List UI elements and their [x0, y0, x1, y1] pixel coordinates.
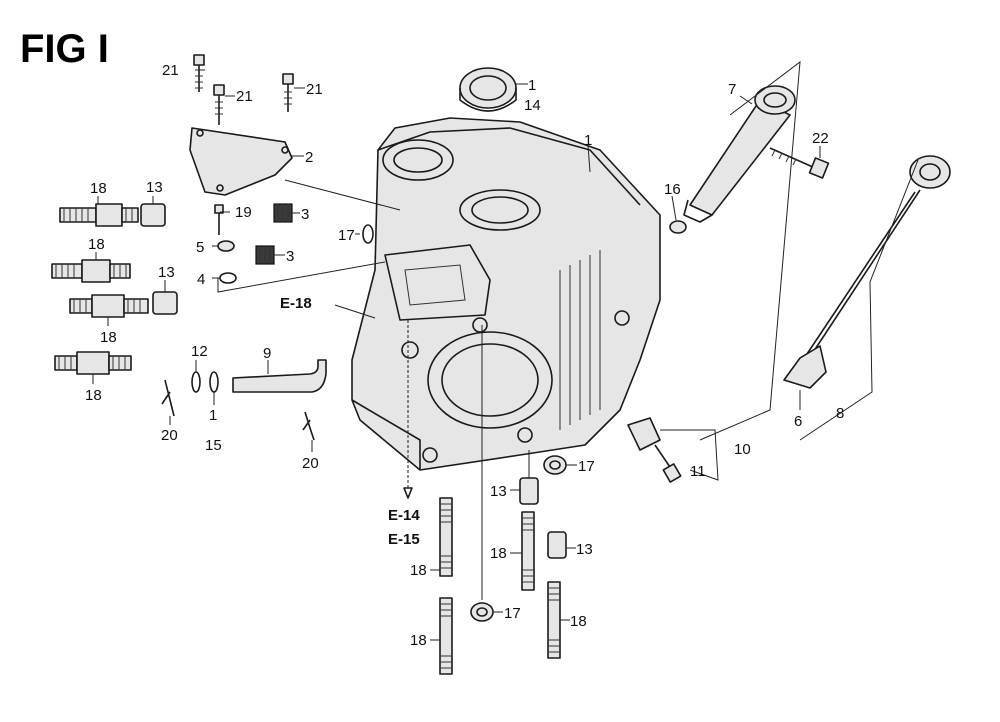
callout-13-d: 13 — [576, 541, 593, 558]
dowel-13-b — [152, 291, 178, 315]
callout-18-g: 18 — [410, 632, 427, 649]
filter-3-top — [273, 203, 293, 223]
dipstick-bracket — [799, 159, 919, 441]
oil-filler-bracket — [699, 60, 801, 441]
callout-21-a: 21 — [162, 62, 179, 79]
pin-17-top — [362, 224, 374, 244]
callout-17-a: 17 — [338, 227, 355, 244]
callout-21-b: 21 — [236, 88, 253, 105]
nut-17-right — [543, 455, 567, 475]
reference-e14: E-14 — [388, 507, 420, 524]
o-ring-12 — [191, 371, 201, 393]
callout-18-d: 18 — [85, 387, 102, 404]
callout-19: 19 — [235, 204, 252, 221]
oil-filler-tube-7 — [683, 85, 796, 223]
callout-17-b: 17 — [578, 458, 595, 475]
bolt-21-c — [282, 73, 294, 112]
callout-15: 15 — [205, 437, 222, 454]
clip-4 — [217, 261, 386, 293]
bolt-21-b — [213, 84, 225, 125]
callout-7: 7 — [728, 81, 736, 98]
callout-18-e: 18 — [410, 562, 427, 579]
stud-18-h — [439, 597, 453, 675]
callout-20-a: 20 — [161, 427, 178, 444]
dowel-13-a — [140, 203, 166, 227]
callout-13-a: 13 — [146, 179, 163, 196]
callout-18-f: 18 — [490, 545, 507, 562]
bolt-22 — [769, 147, 830, 179]
figure-title: FIG I — [20, 27, 109, 71]
bolt-21-a — [193, 54, 205, 92]
oil-pressure-switch-10 — [627, 417, 719, 483]
callout-17-c: 17 — [504, 605, 521, 622]
callout-12: 12 — [191, 343, 208, 360]
dowel-13-c — [519, 477, 539, 505]
callout-9: 9 — [263, 345, 271, 362]
stud-18-g — [547, 581, 561, 659]
callout-18-a: 18 — [90, 180, 107, 197]
reference-pointers — [334, 304, 530, 499]
washer-16 — [669, 220, 687, 234]
callout-18-c: 18 — [100, 329, 117, 346]
callout-3-bottom: 3 — [286, 248, 294, 265]
reference-e18: E-18 — [280, 295, 312, 312]
callout-21-c: 21 — [306, 81, 323, 98]
oil-seal — [459, 67, 517, 112]
reference-e15: E-15 — [388, 531, 420, 548]
leader-lines — [92, 69, 821, 641]
stud-18-c — [69, 294, 149, 318]
callout-13-b: 13 — [158, 264, 175, 281]
callout-1-pin: 1 — [209, 407, 217, 424]
callout-4: 4 — [197, 271, 205, 288]
dowel-13-d — [547, 531, 567, 559]
washer-5 — [217, 240, 235, 252]
clip-20-b — [302, 411, 315, 441]
callout-10: 10 — [734, 441, 751, 458]
callout-5: 5 — [196, 239, 204, 256]
clip-20-a — [161, 379, 175, 417]
callout-1-block: 1 — [584, 132, 592, 149]
callout-2: 2 — [305, 149, 313, 166]
stud-18-a — [59, 203, 139, 227]
stud-18-d — [54, 351, 132, 375]
callout-6: 6 — [794, 413, 802, 430]
callout-20-b: 20 — [302, 455, 319, 472]
crankcase-block — [351, 117, 661, 471]
callout-14: 14 — [524, 97, 541, 114]
callout-11: 11 — [690, 463, 706, 480]
filter-3-bottom — [255, 245, 275, 265]
bolt-19 — [214, 204, 224, 235]
o-ring-15 — [209, 371, 219, 393]
stud-18-f — [521, 511, 535, 591]
dipstick-8 — [783, 155, 951, 389]
callout-8: 8 — [836, 405, 844, 422]
stud-18-e — [439, 497, 453, 577]
callout-18-b: 18 — [88, 236, 105, 253]
callout-16: 16 — [664, 181, 681, 198]
callout-3-top: 3 — [301, 206, 309, 223]
callout-1-seal: 1 — [528, 77, 536, 94]
stud-18-b — [51, 259, 131, 283]
breather-tube-9 — [232, 359, 327, 393]
callout-22: 22 — [812, 130, 829, 147]
breather-cover — [189, 127, 401, 211]
callout-13-c: 13 — [490, 483, 507, 500]
callout-18-h: 18 — [570, 613, 587, 630]
